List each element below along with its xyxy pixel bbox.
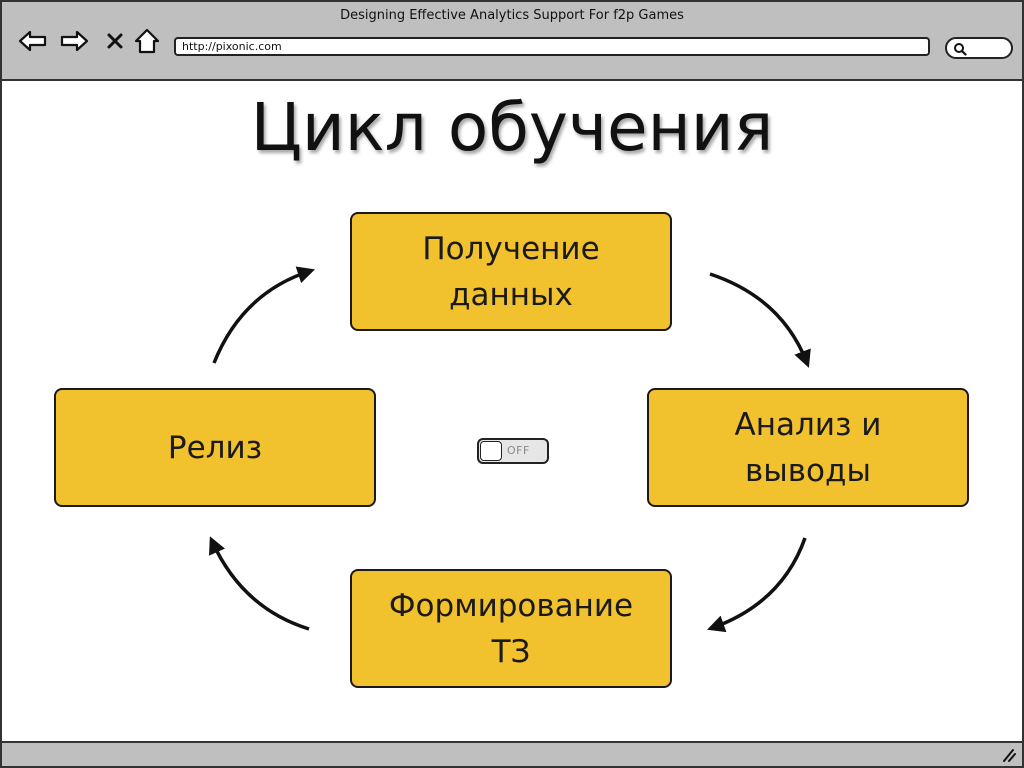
slide-canvas: Цикл обучения Получение данных Анализ и … bbox=[2, 83, 1022, 741]
toggle-label: OFF bbox=[507, 444, 530, 457]
close-icon bbox=[107, 33, 123, 49]
resize-grip-icon[interactable] bbox=[1000, 746, 1016, 762]
cycle-step-data-collection[interactable]: Получение данных bbox=[350, 212, 672, 331]
home-button[interactable] bbox=[132, 28, 162, 54]
arrow-bottom-left bbox=[209, 536, 310, 631]
browser-chrome: Designing Effective Analytics Support Fo… bbox=[2, 2, 1022, 81]
back-arrow-icon bbox=[18, 30, 47, 52]
arrow-bottom-right bbox=[707, 537, 807, 633]
cycle-step-analysis[interactable]: Анализ и выводы bbox=[647, 388, 969, 507]
arrow-top-right bbox=[709, 272, 811, 368]
cycle-step-label: Релиз bbox=[167, 429, 263, 466]
status-bar bbox=[2, 741, 1022, 766]
home-icon bbox=[134, 28, 160, 54]
window-title: Designing Effective Analytics Support Fo… bbox=[340, 8, 684, 23]
page-title: Цикл обучения bbox=[250, 89, 774, 166]
back-button[interactable] bbox=[18, 28, 48, 54]
cycle-step-label: Формирование ТЗ bbox=[388, 587, 634, 670]
address-bar-text: http://pixonic.com bbox=[182, 40, 282, 53]
forward-button[interactable] bbox=[59, 28, 89, 54]
forward-arrow-icon bbox=[60, 30, 89, 52]
cycle-step-label: Анализ и выводы bbox=[734, 406, 882, 489]
search-input[interactable] bbox=[945, 37, 1013, 59]
arrow-top-left bbox=[212, 266, 315, 364]
cycle-step-spec[interactable]: Формирование ТЗ bbox=[350, 569, 672, 688]
cycle-step-release[interactable]: Релиз bbox=[54, 388, 376, 507]
toggle-switch[interactable]: OFF bbox=[477, 438, 549, 464]
cycle-step-label: Получение данных bbox=[422, 230, 600, 313]
search-icon bbox=[954, 43, 967, 56]
toggle-knob bbox=[480, 441, 502, 461]
stop-button[interactable] bbox=[100, 28, 130, 54]
address-bar[interactable]: http://pixonic.com bbox=[174, 37, 930, 56]
